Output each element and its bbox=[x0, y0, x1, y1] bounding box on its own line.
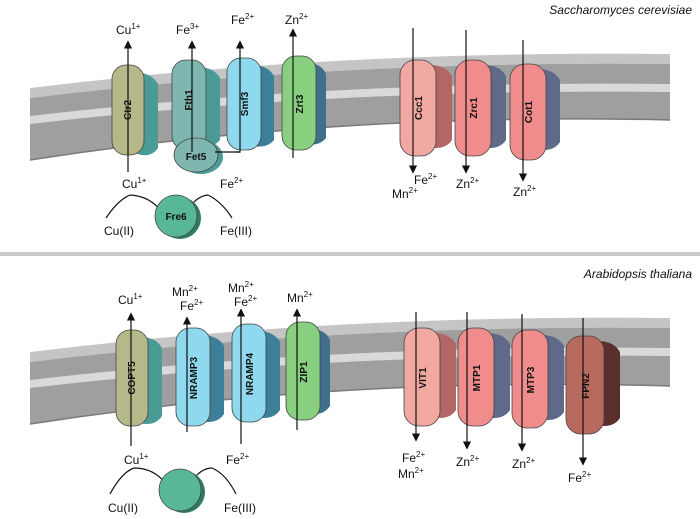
copt5-label: COPT5 bbox=[127, 361, 138, 395]
cot1-label: Cot1 bbox=[524, 100, 535, 123]
nramp4-transporter: NRAMP4 bbox=[231, 323, 280, 423]
nramp3-mn-label: Mn2+ bbox=[172, 284, 198, 299]
zrc1-zn-label: Zn2+ bbox=[456, 176, 479, 191]
ccc1-fe-label: Fe2+ bbox=[414, 172, 437, 187]
zip1-label: ZIP1 bbox=[299, 361, 310, 383]
mtp3-transporter: MTP3 bbox=[511, 329, 564, 429]
fet5-transporter: Fet5 bbox=[173, 137, 223, 174]
cot1-zn-label: Zn2+ bbox=[513, 184, 536, 199]
nramp3-label: NRAMP3 bbox=[189, 356, 200, 399]
top-fe2-in-label: Fe2+ bbox=[220, 176, 243, 191]
top-zn-out-label: Zn2+ bbox=[285, 12, 308, 27]
top-fe2-out-label: Fe2+ bbox=[231, 12, 254, 27]
mtp3-label: MTP3 bbox=[526, 366, 537, 393]
top-cu2-label: Cu(II) bbox=[104, 224, 134, 238]
zrt3-transporter: Zrt3 bbox=[281, 55, 326, 151]
mtp1-transporter: MTP1 bbox=[457, 327, 510, 427]
nramp4-mn-label: Mn2+ bbox=[228, 280, 254, 295]
ccc1-label: Ccc1 bbox=[414, 96, 425, 120]
bottom-fe3-label: Fe(III) bbox=[224, 501, 256, 515]
fpn2-transporter: FPN2 bbox=[565, 335, 620, 435]
copt5-transporter: COPT5 bbox=[115, 329, 162, 427]
nramp4-fe-label: Fe2+ bbox=[234, 294, 257, 309]
top-panel: Saccharomyces cerevisiae Ctr2 Fth1 Smf3 bbox=[29, 3, 692, 239]
vit1-label: VIT1 bbox=[418, 367, 429, 389]
nramp4-label: NRAMP4 bbox=[245, 352, 256, 395]
bottom-organism-label: Arabidopsis thaliana bbox=[583, 267, 692, 281]
zrc1-label: Zrc1 bbox=[469, 97, 480, 119]
top-cu-in-label: Cu1+ bbox=[122, 176, 147, 191]
smf3-label: Smf3 bbox=[240, 91, 251, 116]
fe-reduction-curve bbox=[207, 194, 233, 219]
vit1-fe-label: Fe2+ bbox=[402, 450, 425, 465]
fpn2-fe-label: Fe2+ bbox=[568, 470, 591, 485]
ctr2-transporter: Ctr2 bbox=[111, 64, 158, 156]
zrc1-transporter: Zrc1 bbox=[454, 59, 506, 157]
zip1-transporter: ZIP1 bbox=[285, 321, 330, 421]
cot1-transporter: Cot1 bbox=[509, 63, 560, 161]
top-cu-out-label: Cu1+ bbox=[116, 22, 141, 37]
mtp3-zn-label: Zn2+ bbox=[512, 456, 535, 471]
nramp3-fe-label: Fe2+ bbox=[180, 298, 203, 313]
nramp3-transporter: NRAMP3 bbox=[175, 327, 224, 427]
top-arrows bbox=[105, 28, 528, 219]
zrt3-label: Zrt3 bbox=[295, 94, 306, 113]
fre6-reductase: Fre6 bbox=[154, 194, 201, 239]
fth1-label: Fth1 bbox=[184, 89, 195, 111]
panel-separator bbox=[0, 252, 700, 256]
bottom-cu-out-label: Cu1+ bbox=[118, 292, 143, 307]
fet5-label: Fet5 bbox=[186, 152, 207, 163]
bottom-reductase bbox=[158, 468, 205, 513]
bottom-cu2-label: Cu(II) bbox=[108, 501, 138, 515]
top-organism-label: Saccharomyces cerevisiae bbox=[549, 3, 692, 17]
vit1-mn-label: Mn2+ bbox=[398, 466, 424, 481]
fth1-transporter: Fth1 bbox=[171, 59, 220, 151]
top-membrane-top-surface bbox=[30, 53, 670, 98]
fpn2-label: FPN2 bbox=[581, 373, 592, 399]
top-fe3-reduced-label: Fe(III) bbox=[220, 224, 252, 238]
bottom-fe2-in-label: Fe2+ bbox=[226, 452, 249, 467]
smf3-transporter: Smf3 bbox=[226, 57, 274, 151]
vit1-transporter: VIT1 bbox=[403, 327, 456, 427]
bottom-panel: Arabidopsis thaliana COPT5 NRAMP3 NRAMP4… bbox=[29, 267, 692, 515]
fre6-label: Fre6 bbox=[165, 212, 187, 223]
ccc1-mn-label: Mn2+ bbox=[392, 186, 418, 201]
bottom-cu-in-label: Cu1+ bbox=[124, 452, 149, 467]
top-fe3-label: Fe3+ bbox=[176, 22, 199, 37]
mtp1-zn-label: Zn2+ bbox=[456, 454, 479, 469]
cu-reduction-curve bbox=[105, 194, 131, 219]
ccc1-transporter: Ccc1 bbox=[399, 59, 452, 157]
zip1-mn-label: Mn2+ bbox=[287, 290, 313, 305]
mtp1-label: MTP1 bbox=[472, 364, 483, 391]
